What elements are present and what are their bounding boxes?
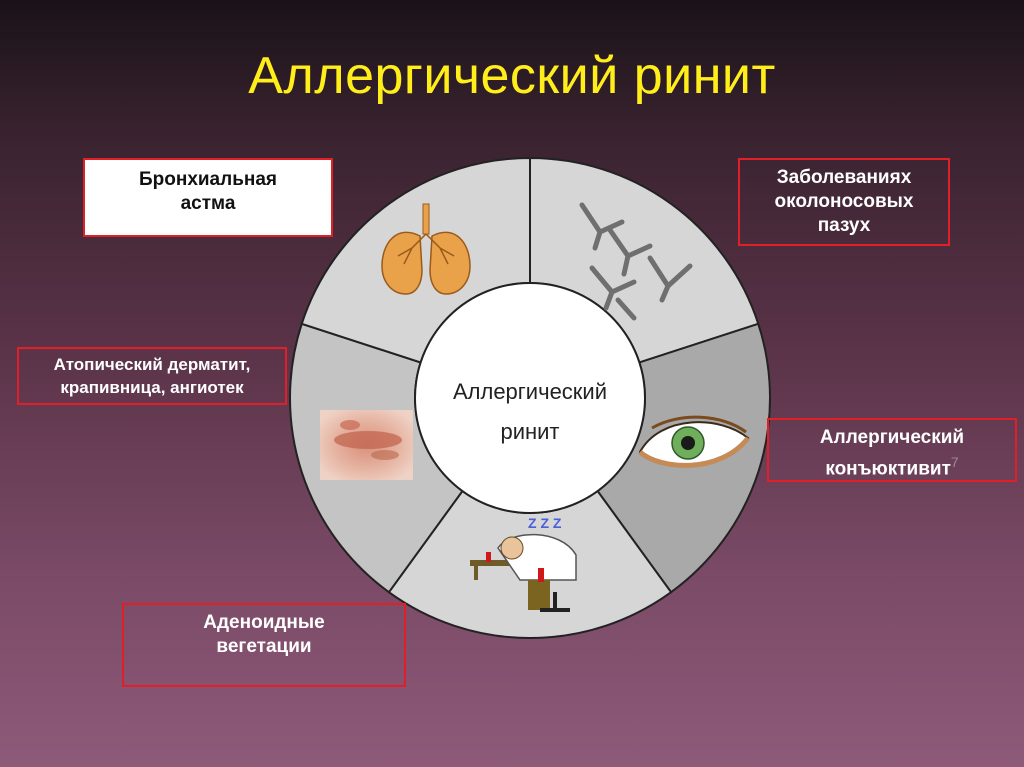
lungs-icon <box>381 203 471 295</box>
box-adenoids-line-2: вегетации <box>216 636 312 657</box>
sleeping-person-icon <box>470 533 577 612</box>
box-dermatitis-line-1: Атопический дерматит, <box>53 355 251 374</box>
box-adenoid-vegetations: Аденоидные вегетации <box>122 603 406 687</box>
box-asthma-line-1: Бронхиальная <box>138 169 278 190</box>
box-dermatitis-line-2: крапивница, ангиотек <box>60 378 244 397</box>
box-sinus-line-3: пазух <box>817 215 871 236</box>
box-sinus-line-2: околоносовых <box>774 191 914 212</box>
eye-icon <box>638 415 750 468</box>
center-label-line-1: Аллергический <box>452 379 608 404</box>
box-sinus-diseases: Заболеваниях околоносовых пазух <box>738 158 950 246</box>
slide-page-number: 7 <box>950 454 959 470</box>
box-bronchial-asthma: Бронхиальная астма <box>83 158 333 237</box>
center-label-line-2: ринит <box>500 419 560 444</box>
box-asthma-line-2: астма <box>180 193 236 214</box>
box-sinus-line-1: Заболеваниях <box>776 167 912 188</box>
box-conjunctivitis-line-1: Аллергический <box>819 427 965 448</box>
center-label: Аллергический ринит <box>415 372 645 452</box>
box-adenoids-line-1: Аденоидные <box>203 612 325 633</box>
sleep-z-letters: Z Z Z <box>528 515 562 531</box>
slide-title: Аллергический ринит <box>248 47 776 105</box>
box-conjunctivitis-line-2: конъюктивит <box>825 458 951 480</box>
ring-inner-circle <box>414 282 646 514</box>
sinus-icon <box>579 202 693 321</box>
skin-rash-icon <box>320 410 413 480</box>
box-atopic-dermatitis: Атопический дерматит, крапивница, ангиот… <box>17 347 287 405</box>
box-conjunctivitis-line-2-wrap: конъюктивит7 <box>769 450 1015 481</box>
box-allergic-conjunctivitis: Аллергический конъюктивит7 <box>767 418 1017 482</box>
